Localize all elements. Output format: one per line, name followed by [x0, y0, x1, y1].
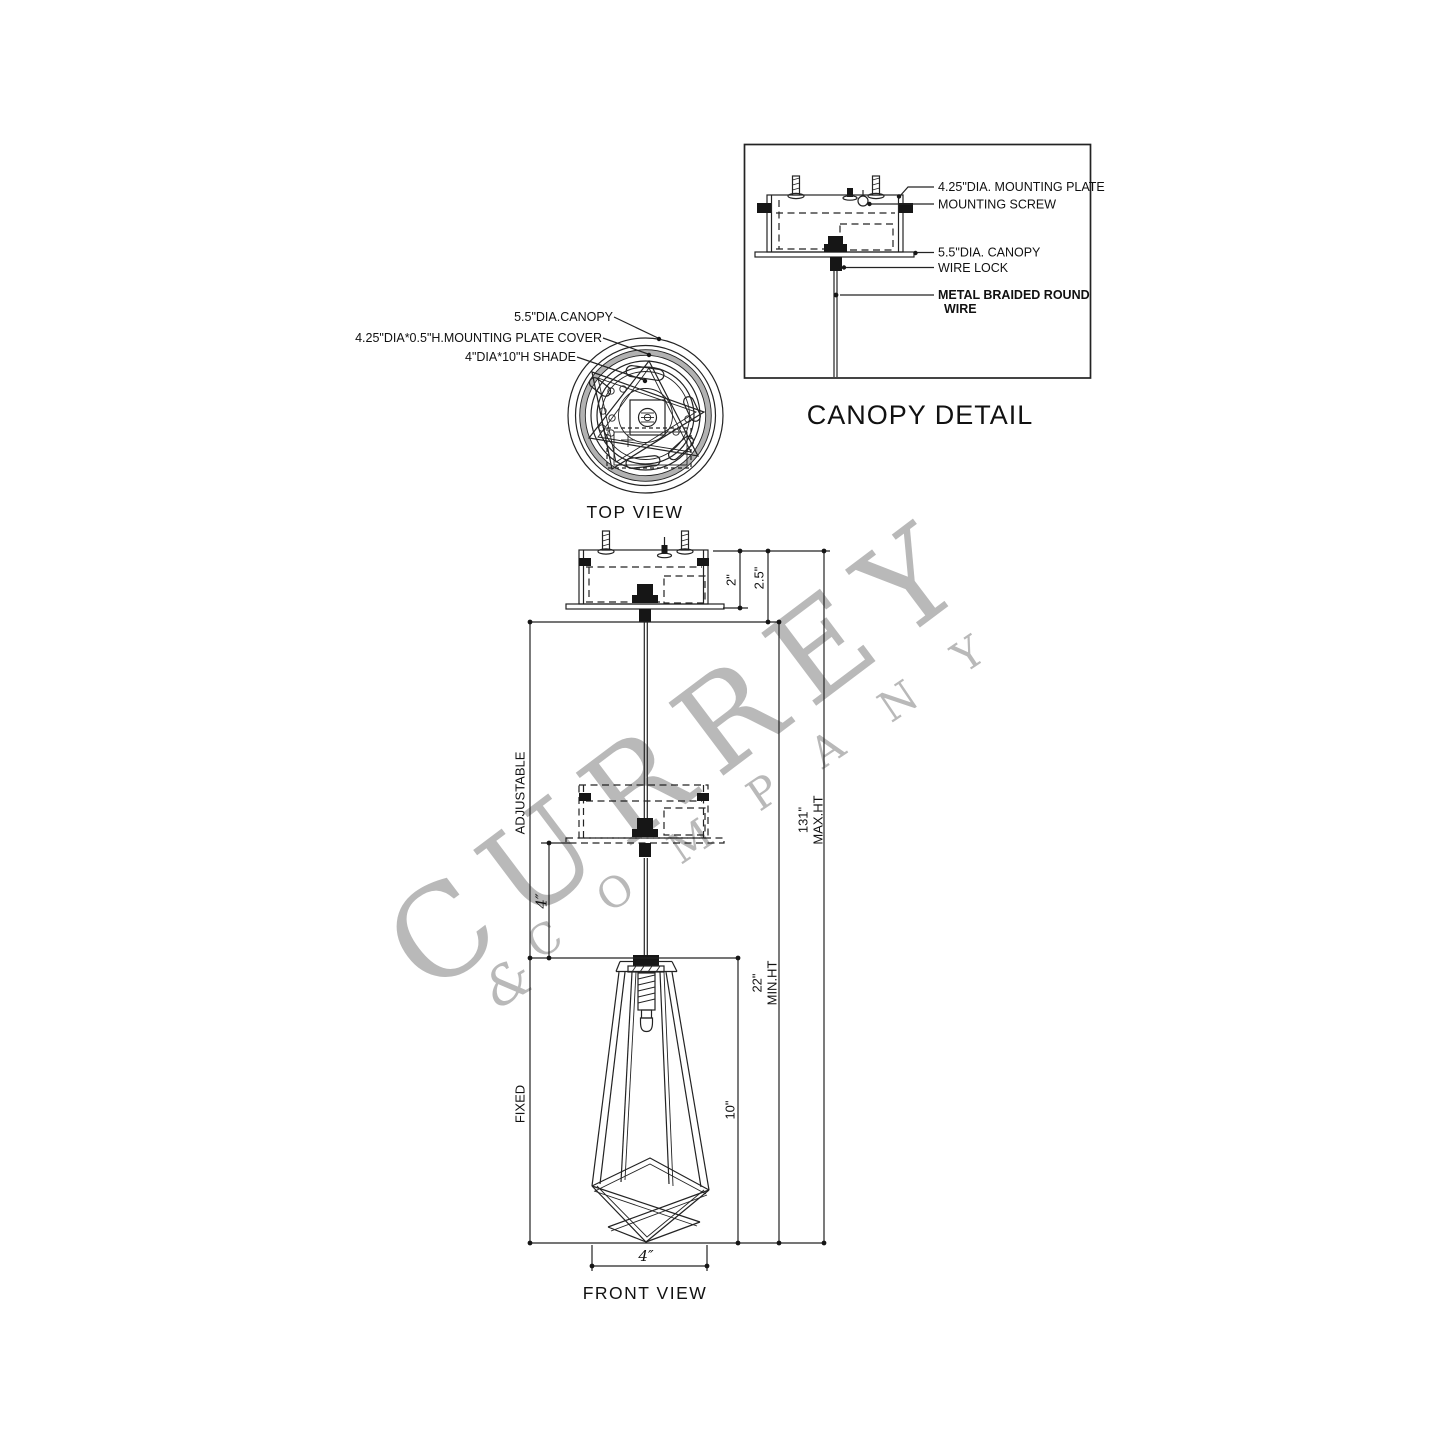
dim-adjustable: ADJUSTABLE	[513, 751, 528, 834]
top-view-leaders	[576, 316, 662, 384]
label-mounting-screw: MOUNTING SCREW	[938, 198, 1056, 212]
front-view-shade	[591, 955, 710, 1243]
top-view-drawing	[567, 337, 724, 494]
label-canopy: 5.5"DIA. CANOPY	[938, 246, 1041, 260]
front-view-top-canopy	[565, 530, 725, 622]
label-topview-plate-cover: 4.25"DIA*0.5"H.MOUNTING PLATE COVER	[355, 331, 602, 345]
dim-canopy-overall: 2.5"	[752, 566, 767, 589]
canopy-detail-section: 4.25"DIA. MOUNTING PLATE MOUNTING SCREW …	[743, 143, 1105, 430]
dim-canopy-height: 2"	[724, 574, 739, 586]
canopy-detail-frame	[743, 143, 1092, 379]
canopy-detail-drawing	[754, 175, 915, 377]
front-view-dimension-texts: 2" 2.5" 131" MAX.HT 22" MIN.HT 10" 4″ AD…	[513, 566, 826, 1265]
dim-shade-height: 10"	[723, 1100, 738, 1119]
label-topview-shade: 4"DIA*10"H SHADE	[465, 350, 576, 364]
label-wire-line1: METAL BRAIDED ROUND	[938, 288, 1090, 302]
dim-fixed: FIXED	[513, 1085, 528, 1123]
label-wire-line2: WIRE	[944, 302, 977, 316]
dim-max-height: 131"	[796, 806, 811, 833]
front-view-section: 2" 2.5" 131" MAX.HT 22" MIN.HT 10" 4″ AD…	[513, 530, 830, 1303]
dim-wire-gap: 4″	[533, 893, 551, 910]
front-view-middle-canopy	[565, 784, 725, 857]
front-view-title: FRONT VIEW	[583, 1283, 708, 1303]
dim-max-height-label: MAX.HT	[811, 795, 826, 844]
dim-min-height: 22"	[750, 973, 765, 992]
canopy-detail-labels: 4.25"DIA. MOUNTING PLATE MOUNTING SCREW …	[938, 180, 1105, 316]
watermark: CURREY COMPANY &	[360, 487, 1036, 1021]
label-topview-canopy: 5.5"DIA.CANOPY	[514, 310, 614, 324]
top-view-title: TOP VIEW	[587, 502, 684, 522]
dim-min-height-label: MIN.HT	[765, 961, 780, 1006]
canopy-detail-title: CANOPY DETAIL	[807, 400, 1034, 430]
label-mounting-plate: 4.25"DIA. MOUNTING PLATE	[938, 180, 1105, 194]
front-view-wire	[643, 622, 648, 955]
dim-shade-width: 4″	[637, 1247, 654, 1265]
label-wire-lock: WIRE LOCK	[938, 261, 1009, 275]
top-view-section: 5.5"DIA.CANOPY 4.25"DIA*0.5"H.MOUNTING P…	[355, 310, 724, 522]
front-view-dimensions	[527, 548, 830, 1271]
canopy-detail-leaders	[840, 186, 934, 296]
top-view-labels: 5.5"DIA.CANOPY 4.25"DIA*0.5"H.MOUNTING P…	[355, 310, 614, 364]
